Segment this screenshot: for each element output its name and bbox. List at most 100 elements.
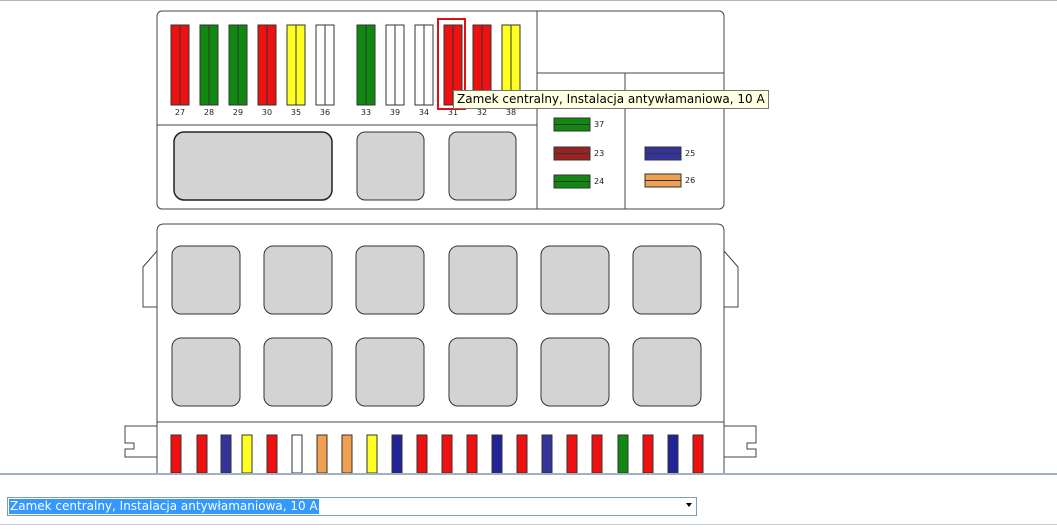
selected-fuse-highlight [437, 18, 466, 110]
fuse-28[interactable]: 28 [199, 24, 219, 117]
bottom-fuse[interactable] [391, 434, 403, 473]
fuse-body [667, 434, 679, 473]
bottom-fuse[interactable] [692, 434, 704, 473]
fuse-26[interactable]: 26 [644, 173, 695, 188]
relay[interactable] [632, 245, 702, 315]
relay[interactable] [173, 131, 333, 201]
fuse-label: 39 [390, 108, 400, 117]
top-fuse-row: 27 28 29 30 35 36 33 39 34 31 32 38 [170, 18, 521, 117]
bottom-fuse[interactable] [241, 434, 253, 473]
relay[interactable] [448, 245, 518, 315]
relay[interactable] [355, 245, 425, 315]
relay[interactable] [355, 337, 425, 407]
fuse-32[interactable]: 32 [472, 24, 492, 117]
relay[interactable] [356, 131, 425, 201]
panel-divider [0, 473, 1057, 475]
bottom-fuse[interactable] [541, 434, 553, 473]
fuse-label: 27 [175, 108, 185, 117]
bottom-fuse[interactable] [170, 434, 182, 473]
relay[interactable] [263, 337, 333, 407]
bottom-fuse[interactable] [220, 434, 232, 473]
fuse-30[interactable]: 30 [257, 24, 277, 117]
bottom-fuse[interactable] [566, 434, 578, 473]
relay[interactable] [448, 131, 517, 201]
top-border [0, 0, 1057, 1]
fuse-24[interactable]: 24 [553, 174, 604, 189]
fuse-body [266, 434, 278, 473]
fuse-tooltip: Zamek centralny, Instalacja antywłamanio… [453, 90, 769, 109]
fuse-box-diagram: 27 28 29 30 35 36 33 39 34 31 32 38 37 23 24 25 26 Zame… [0, 1, 1057, 473]
fuse-body [466, 434, 478, 473]
fuse-box-svg: 27 28 29 30 35 36 33 39 34 31 32 38 37 23 24 25 26 [124, 10, 757, 473]
fuse-body [291, 434, 303, 473]
relay[interactable] [540, 245, 610, 315]
bottom-fuse[interactable] [341, 434, 353, 473]
fuse-body [516, 434, 528, 473]
fuse-label: 28 [204, 108, 214, 117]
left-mount-tab [142, 249, 158, 308]
fuse-29[interactable]: 29 [228, 24, 248, 117]
fuse-label: 30 [262, 108, 272, 117]
fuse-body [196, 434, 208, 473]
relay[interactable] [448, 337, 518, 407]
fuse-body [617, 434, 629, 473]
fuse-body [591, 434, 603, 473]
bottom-fuse[interactable] [441, 434, 453, 473]
bottom-fuse[interactable] [516, 434, 528, 473]
bottom-fuse[interactable] [291, 434, 303, 473]
relay-grid [171, 245, 702, 407]
fuse-body [170, 434, 182, 473]
bottom-fuse[interactable] [196, 434, 208, 473]
bottom-fuse[interactable] [642, 434, 654, 473]
bottom-fuse[interactable] [466, 434, 478, 473]
fuse-body [241, 434, 253, 473]
bottom-fuse[interactable] [416, 434, 428, 473]
dropdown-selected-value: Zamek centralny, Instalacja antywłamanio… [9, 499, 319, 514]
fuse-label: 26 [685, 176, 695, 185]
fuse-label: 37 [594, 120, 604, 129]
fuse-label: 24 [594, 177, 604, 186]
bottom-fuse[interactable] [617, 434, 629, 473]
dropdown-arrow-icon[interactable] [686, 503, 692, 507]
fuse-select-dropdown[interactable]: Zamek centralny, Instalacja antywłamanio… [7, 497, 697, 516]
fuse-body [391, 434, 403, 473]
left-clip [124, 425, 157, 458]
fuse-body [541, 434, 553, 473]
fuse-23[interactable]: 23 [553, 146, 604, 161]
fuse-33[interactable]: 33 [356, 24, 376, 117]
fuse-body [416, 434, 428, 473]
fuse-35[interactable]: 35 [286, 24, 306, 117]
bottom-fuse[interactable] [667, 434, 679, 473]
fuse-27[interactable]: 27 [170, 24, 190, 117]
bottom-fuse[interactable] [316, 434, 328, 473]
fuse-36[interactable]: 36 [315, 24, 335, 117]
relay[interactable] [263, 245, 333, 315]
fuse-37[interactable]: 37 [553, 117, 604, 132]
fuse-label: 35 [291, 108, 301, 117]
relay[interactable] [171, 337, 241, 407]
fuse-label: 25 [685, 149, 695, 158]
fuse-34[interactable]: 34 [414, 24, 434, 117]
relay[interactable] [540, 337, 610, 407]
selection-panel: Zamek centralny, Instalacja antywłamanio… [0, 475, 1057, 530]
fuse-body [692, 434, 704, 473]
fuse-31[interactable]: 31 [437, 18, 466, 117]
bottom-fuse-row [170, 434, 704, 473]
fuse-body [491, 434, 503, 473]
bottom-fuse[interactable] [491, 434, 503, 473]
fuse-25[interactable]: 25 [644, 146, 695, 161]
right-clip [724, 425, 757, 458]
fuse-label: 32 [477, 108, 487, 117]
fuse-39[interactable]: 39 [385, 24, 405, 117]
fuse-body [441, 434, 453, 473]
bottom-fuse[interactable] [591, 434, 603, 473]
fuse-body [316, 434, 328, 473]
relay[interactable] [171, 245, 241, 315]
bottom-fuse[interactable] [366, 434, 378, 473]
relay[interactable] [632, 337, 702, 407]
fuse-label: 38 [506, 108, 516, 117]
fuse-label: 36 [320, 108, 330, 117]
fuse-body [220, 434, 232, 473]
fuse-label: 31 [448, 108, 458, 117]
bottom-fuse[interactable] [266, 434, 278, 473]
